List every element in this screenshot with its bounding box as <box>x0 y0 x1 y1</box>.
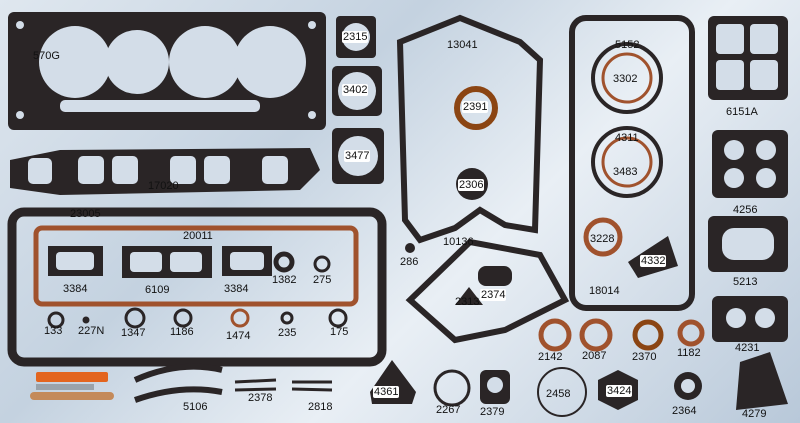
part-label: 4361 <box>373 386 400 398</box>
part-label: 2458 <box>546 388 571 400</box>
part-label: 6151A <box>726 106 758 118</box>
part-label: 20011 <box>183 230 213 242</box>
part-label: 2391 <box>462 101 489 113</box>
part-label: 133 <box>44 325 63 337</box>
part-label: 2087 <box>582 350 607 362</box>
part-label: 17020 <box>148 180 179 192</box>
part-label: 2370 <box>632 351 657 363</box>
part-label: 6109 <box>145 284 170 296</box>
part-label: 10136 <box>443 236 474 248</box>
part-label: 3402 <box>342 84 369 96</box>
part-label: 1382 <box>272 274 297 286</box>
part-label: 227N <box>78 325 105 337</box>
part-label: 4311 <box>615 132 639 144</box>
water-pump-gasket <box>405 238 570 344</box>
part-label: 275 <box>313 274 332 286</box>
part-label: 3477 <box>344 150 371 162</box>
carburetor-gaskets <box>708 16 788 410</box>
valve-cover-gasket <box>33 225 359 307</box>
part-label: 286 <box>400 256 419 268</box>
valley-gasket <box>569 15 695 311</box>
timing-cover-gasket <box>396 14 544 244</box>
part-label: 2313 <box>455 296 480 308</box>
part-label: 2374 <box>480 289 507 301</box>
part-label: 4256 <box>733 204 758 216</box>
part-label: 18014 <box>589 285 620 297</box>
part-label: 1474 <box>226 330 251 342</box>
part-label: 3483 <box>613 166 638 178</box>
head-gasket <box>8 12 326 130</box>
part-label: 2379 <box>480 406 505 418</box>
part-label: 570G <box>33 50 60 62</box>
small-seals <box>47 251 348 329</box>
part-label: 2315 <box>342 31 369 43</box>
part-label: 4332 <box>640 255 667 267</box>
oil-pan-gasket <box>7 207 387 367</box>
part-label: 5213 <box>733 276 758 288</box>
part-label: 2267 <box>436 404 461 416</box>
part-label: 1186 <box>170 326 194 338</box>
part-label: 1182 <box>677 347 701 359</box>
part-label: 175 <box>330 326 349 338</box>
part-label: 2142 <box>538 351 563 363</box>
part-label: 3384 <box>224 283 249 295</box>
square-gaskets <box>332 16 384 184</box>
part-label: 3384 <box>63 283 88 295</box>
manifold-gasket <box>10 148 320 195</box>
bottom-seals <box>433 318 705 417</box>
part-label: 13041 <box>447 39 478 51</box>
part-label: 23005 <box>70 208 101 220</box>
part-label: 2378 <box>248 392 273 404</box>
part-label: 1347 <box>121 327 146 339</box>
part-label: 4231 <box>735 342 760 354</box>
part-label: 4279 <box>742 408 767 420</box>
part-label: 2306 <box>458 179 485 191</box>
part-label: 5106 <box>183 401 208 413</box>
part-label: 5152 <box>615 39 640 51</box>
part-label: 2364 <box>672 405 697 417</box>
part-label: 3228 <box>590 233 615 245</box>
part-label: 235 <box>278 327 297 339</box>
part-label: 3302 <box>613 73 638 85</box>
part-label: 3424 <box>606 385 633 397</box>
part-label: 2818 <box>308 401 333 413</box>
